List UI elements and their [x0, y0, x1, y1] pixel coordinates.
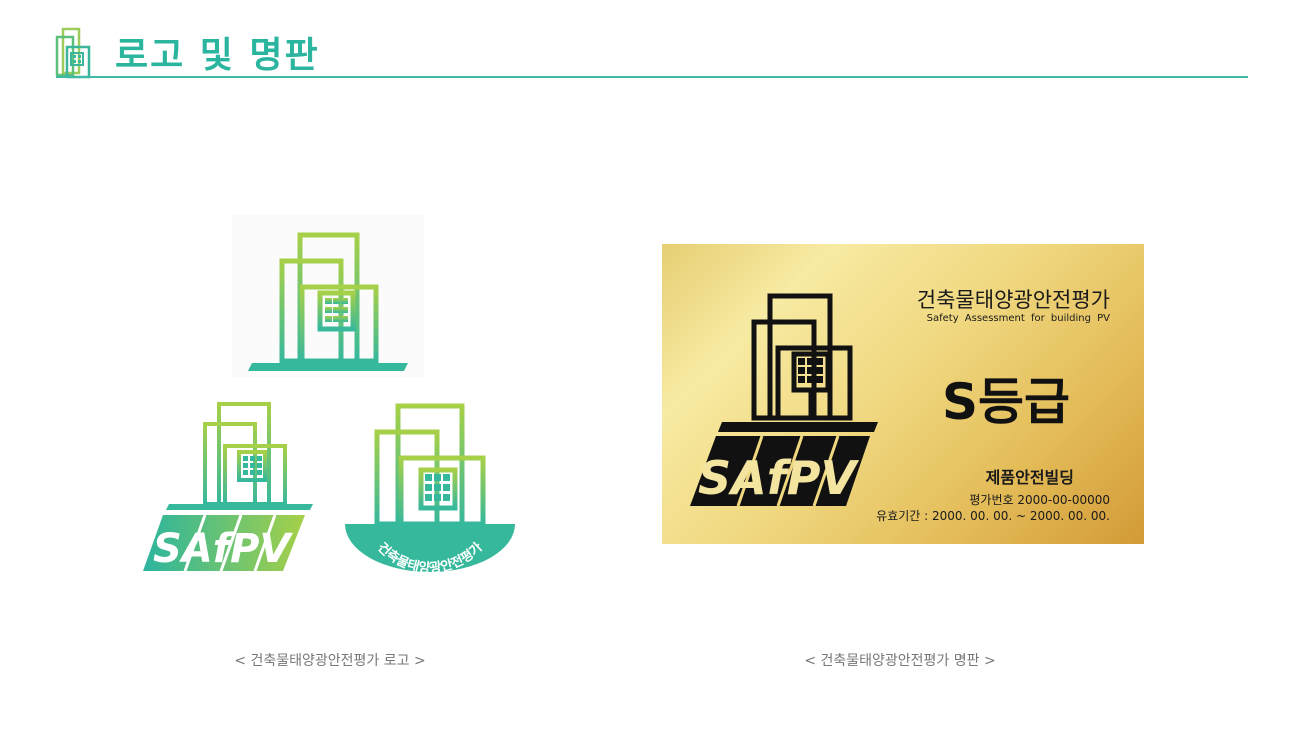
- page-title: 로고 및 명판: [115, 35, 320, 76]
- nameplate-caption: < 건축물태양광안전평가 명판 >: [804, 653, 996, 669]
- safpv-logo-black: SAfPV: [690, 293, 878, 507]
- emblem-logo: 건축물태양광안전평가: [345, 403, 515, 575]
- safpv-logo: SAfPV: [143, 402, 313, 572]
- grade-label: S등급: [942, 373, 1071, 431]
- eval-number: 평가번호 2000-00-00000: [969, 493, 1110, 507]
- plate-title: 건축물태양광안전평가: [916, 288, 1110, 312]
- building-logo: [232, 215, 424, 377]
- plate-subtitle: Safety Assessment for building PV: [926, 313, 1110, 324]
- logo-caption: < 건축물태양광안전평가 로고 >: [234, 653, 426, 669]
- nameplate: SAfPV 건축물태양광안전평가 Safety Assessment for b…: [662, 244, 1144, 544]
- plate-wordmark: SAfPV: [698, 451, 859, 505]
- building-icon: [55, 27, 91, 79]
- safpv-wordmark: SAfPV: [153, 526, 293, 572]
- product-label: 제품안전빌딩: [985, 468, 1074, 487]
- valid-period: 유효기간 : 2000. 00. 00. ~ 2000. 00. 00.: [876, 509, 1110, 523]
- title-divider: [56, 76, 1248, 78]
